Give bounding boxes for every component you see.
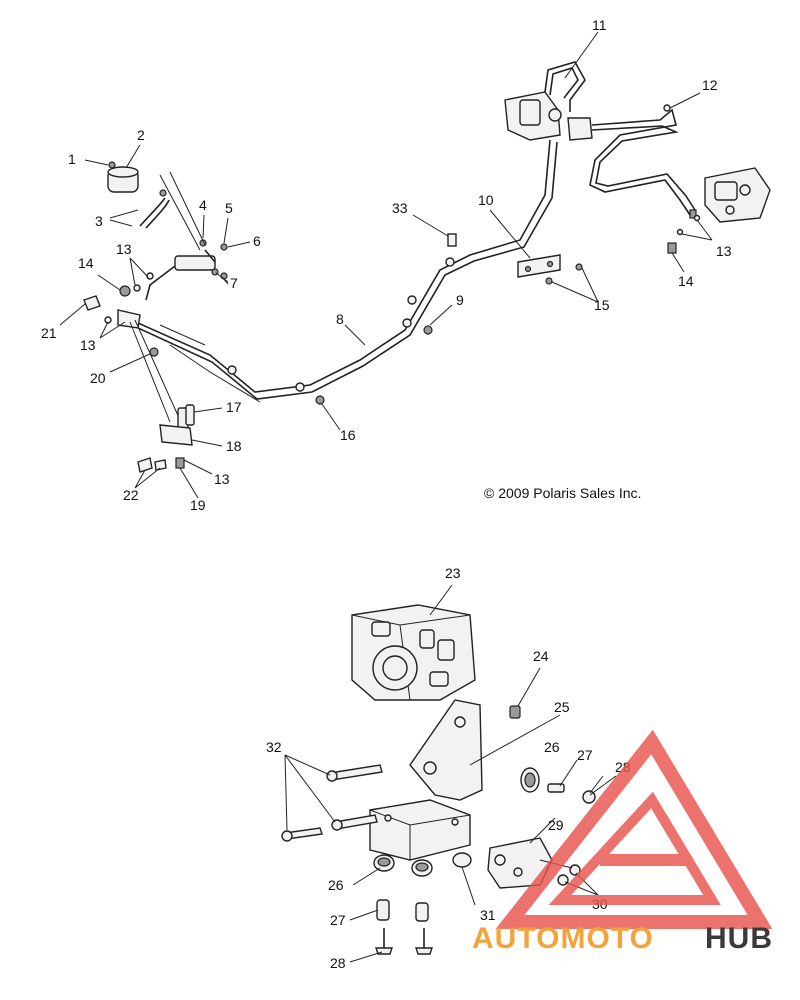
callout-16: 16 <box>340 427 356 443</box>
callout-22: 22 <box>123 487 139 503</box>
callout-28-lower: 28 <box>330 955 346 971</box>
callout-21: 21 <box>41 325 57 341</box>
brake-caliper-right <box>667 167 771 254</box>
callout-23: 23 <box>445 565 461 581</box>
callout-13-right: 13 <box>716 243 732 259</box>
callout-4: 4 <box>199 197 207 213</box>
callout-10: 10 <box>478 192 494 208</box>
callout-26-lower: 26 <box>328 877 344 893</box>
callout-9: 9 <box>456 292 464 308</box>
callout-14-left: 14 <box>78 255 94 271</box>
reservoir-hose <box>139 197 166 227</box>
callout-14-right: 14 <box>678 273 694 289</box>
watermark-logo <box>495 729 773 929</box>
leader-lines <box>59 31 713 963</box>
right-brake-hose <box>589 104 696 216</box>
callout-12: 12 <box>702 77 718 93</box>
brake-reservoir <box>107 161 167 197</box>
grommet-set-right <box>509 705 596 804</box>
callout-7: 7 <box>230 275 238 291</box>
small-bracket <box>487 837 581 889</box>
callout-15: 15 <box>594 297 610 313</box>
watermark-text-hub: HUB <box>705 922 773 955</box>
callout-26-right: 26 <box>544 739 560 755</box>
main-brake-line <box>119 139 558 403</box>
callout-13-left: 13 <box>80 337 96 353</box>
mid-fasteners <box>315 233 583 405</box>
callout-31: 31 <box>480 907 496 923</box>
callout-5: 5 <box>225 200 233 216</box>
grommet-set-lower <box>373 854 433 955</box>
callout-19: 19 <box>190 497 206 513</box>
callout-18: 18 <box>226 438 242 454</box>
callout-20: 20 <box>90 370 106 386</box>
callout-13-lower: 13 <box>214 471 230 487</box>
callout-27-right: 27 <box>577 747 593 763</box>
callout-24: 24 <box>533 648 549 664</box>
mounting-bolts <box>281 764 383 842</box>
callout-32: 32 <box>266 739 282 755</box>
callout-27-lower: 27 <box>330 912 346 928</box>
callout-33: 33 <box>392 200 408 216</box>
lower-left-bracket <box>129 319 195 473</box>
abs-module <box>351 604 476 701</box>
line-clips <box>227 257 455 392</box>
callout-2: 2 <box>137 127 145 143</box>
junction-block <box>145 239 228 301</box>
callout-13-upper: 13 <box>116 241 132 257</box>
callout-6: 6 <box>253 233 261 249</box>
watermark-text-automoto: AUTOMOTO <box>472 922 654 955</box>
copyright-notice: © 2009 Polaris Sales Inc. <box>484 485 641 501</box>
spacer <box>452 852 472 868</box>
callout-17: 17 <box>226 399 242 415</box>
left-fittings <box>83 272 159 357</box>
callout-25: 25 <box>554 699 570 715</box>
callout-1: 1 <box>68 151 76 167</box>
valve-assembly <box>504 61 593 141</box>
bracket-plate <box>517 254 561 278</box>
abs-mount-bracket <box>369 699 483 861</box>
callout-3: 3 <box>95 213 103 229</box>
callout-29: 29 <box>548 817 564 833</box>
callout-8: 8 <box>336 311 344 327</box>
callout-11: 11 <box>592 17 607 33</box>
